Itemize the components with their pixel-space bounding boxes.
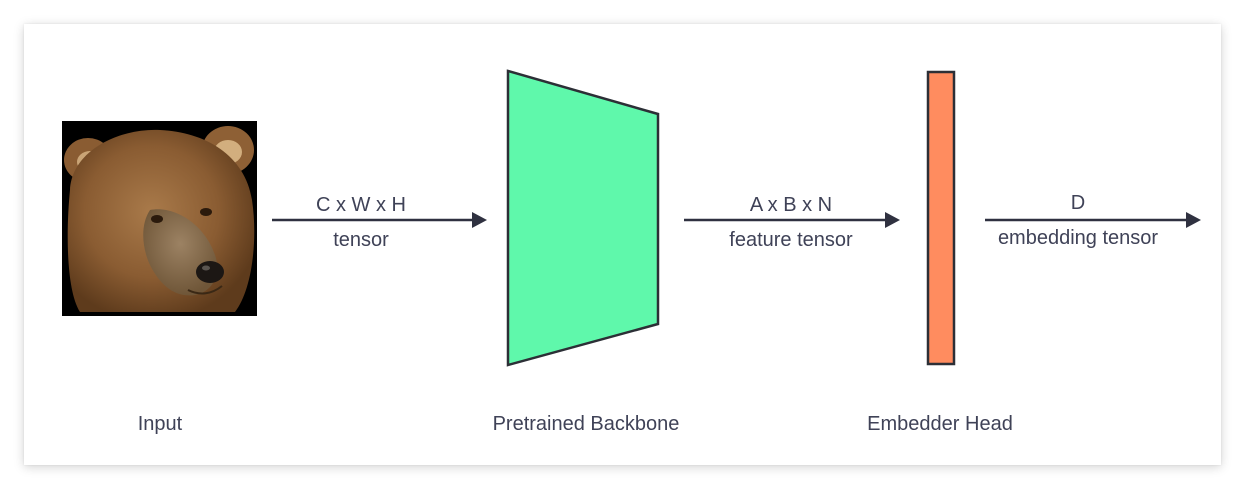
embedder-head-block	[926, 70, 956, 366]
edge1-bottom-label: tensor	[333, 229, 389, 251]
edge2-bottom-label: feature tensor	[729, 229, 853, 251]
backbone-block	[506, 69, 660, 367]
bear-image	[62, 121, 257, 316]
arrow-backbone-to-head	[684, 212, 900, 228]
input-caption: Input	[138, 413, 183, 435]
backbone-caption: Pretrained Backbone	[493, 413, 680, 435]
edge2-top-label: A x B x N	[750, 194, 832, 216]
edge3-bottom-label: embedding tensor	[998, 227, 1158, 249]
arrow-head-to-output	[985, 212, 1201, 228]
arrow-input-to-backbone	[272, 212, 487, 228]
head-caption: Embedder Head	[867, 413, 1013, 435]
edge1-top-label: C x W x H	[316, 194, 406, 216]
edge3-top-label: D	[1071, 192, 1085, 214]
